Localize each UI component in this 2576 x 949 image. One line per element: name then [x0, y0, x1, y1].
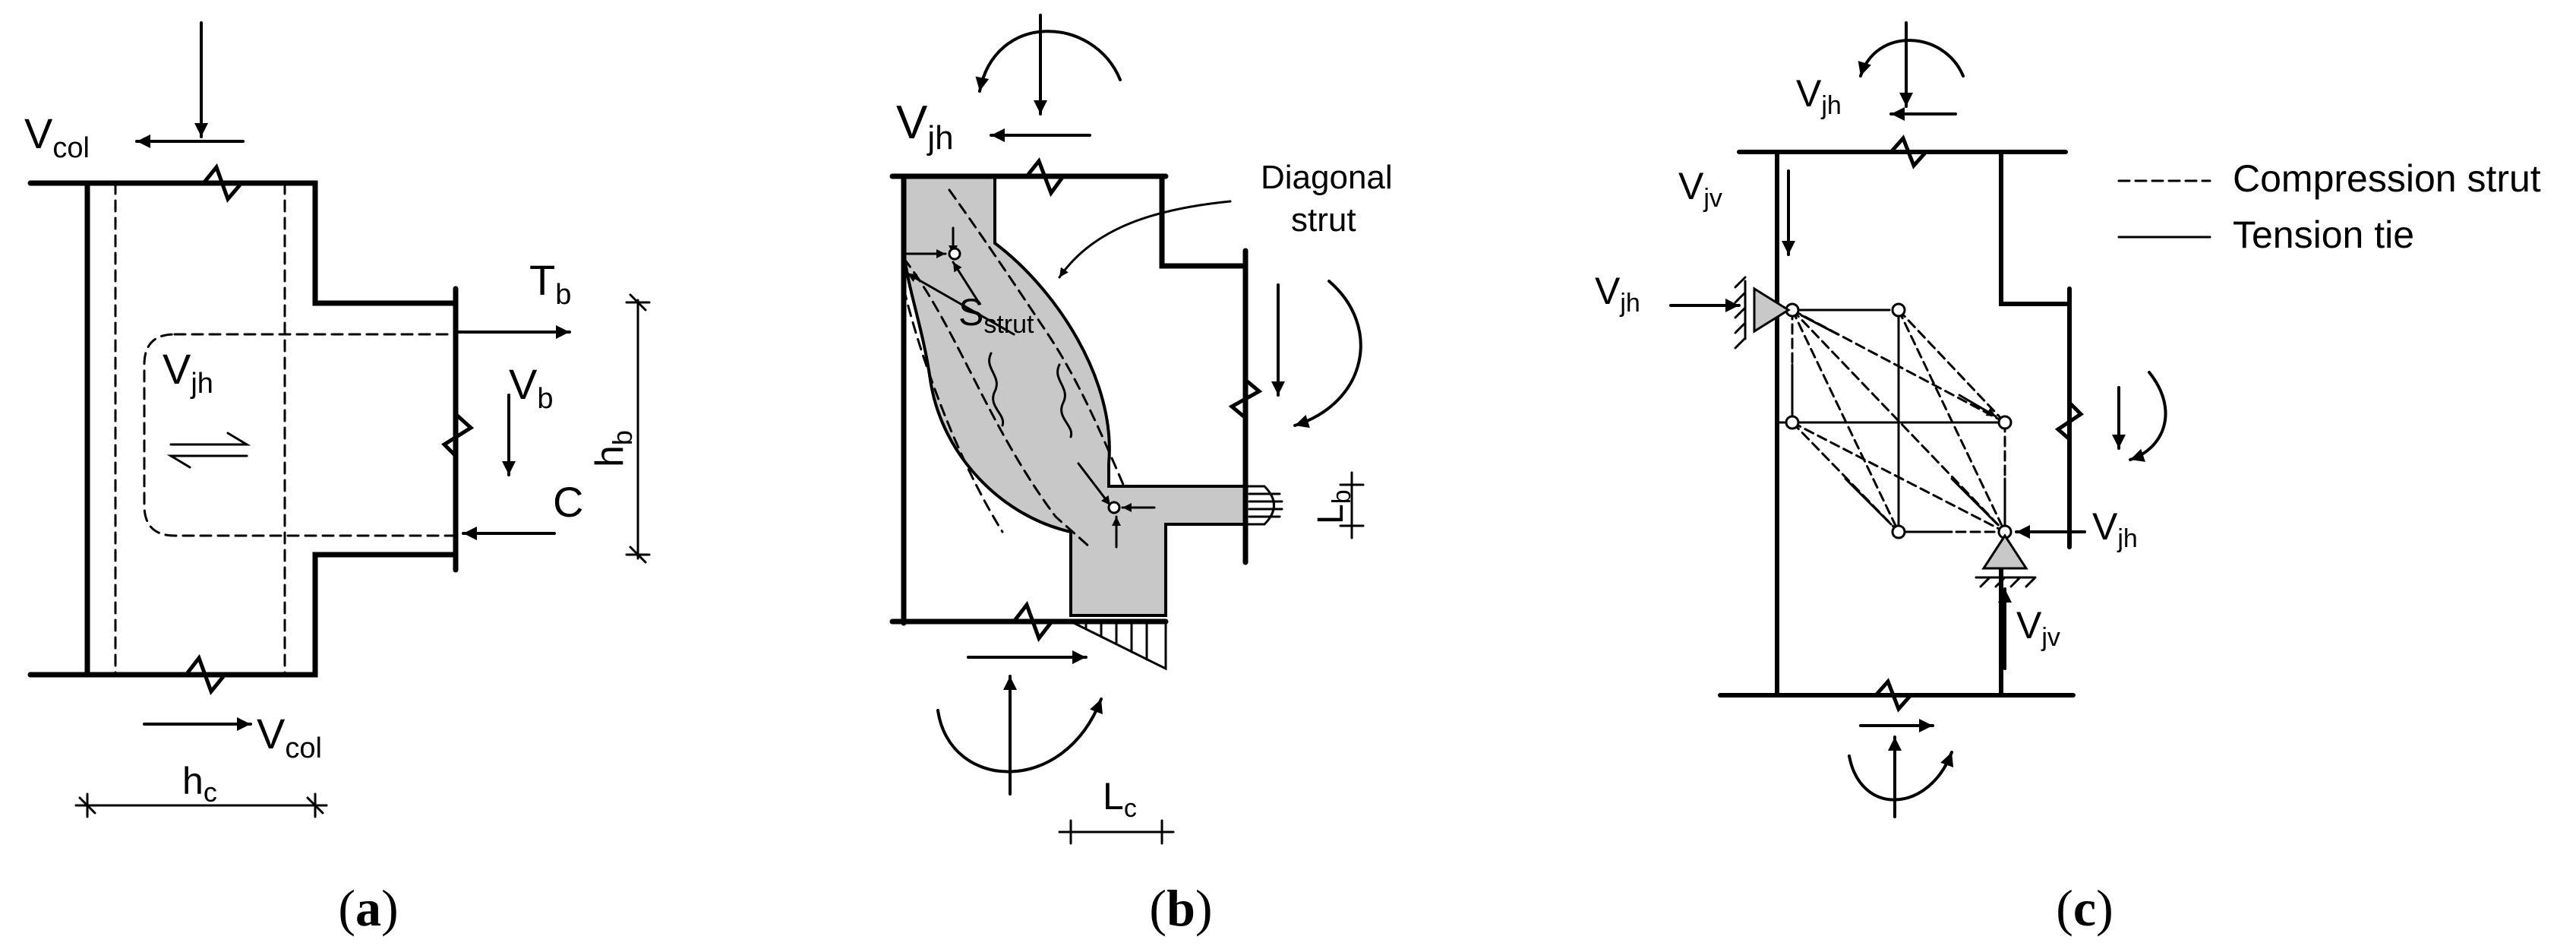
panel-a-labels: Vcol Vjh Tb Vb C hb Vcol hc	[24, 109, 638, 808]
break-top-b	[1024, 157, 1065, 198]
moment-arc-right-b	[1293, 280, 1362, 429]
caption-a: (a)	[338, 879, 398, 937]
legend-compression-label: Compression strut	[2233, 157, 2541, 200]
c-label: C	[553, 478, 583, 526]
panel-a	[27, 21, 651, 818]
support-left	[1753, 286, 1791, 334]
node-3	[1785, 415, 1800, 430]
v-jh-top-label: Vjh	[1796, 72, 1842, 120]
panel-b-labels: Vjh Diagonal strut Sstrut Lb Lc	[896, 96, 1402, 823]
joint-outline	[27, 180, 459, 678]
strut-arrowheads	[1791, 308, 2005, 533]
column-stress-block	[1069, 620, 1167, 671]
shear-couple-lower	[166, 454, 248, 469]
v-col-top-label: Vcol	[24, 109, 90, 164]
panel-c-labels: Vjh Vjv Vjh Vjh Vjv Compression strut Te…	[1595, 72, 2541, 652]
moment-bottom-c	[1848, 751, 1954, 802]
caption-b: (b)	[1149, 879, 1212, 937]
break-bottom-b	[1012, 600, 1054, 643]
svg-text:Lb: Lb	[1311, 489, 1356, 524]
v-jh-label-b: Vjh	[896, 96, 954, 157]
squiggle-left	[988, 352, 1005, 427]
hb-dim-ticks	[629, 293, 647, 564]
h-b-label: hb	[588, 430, 638, 467]
break-symbol-bottom	[184, 653, 227, 695]
strut-arrow-diag-2	[1077, 462, 1112, 507]
v-jh-right-label: Vjh	[2092, 505, 2138, 553]
node-4	[1997, 415, 2012, 430]
s-strut-label: Sstrut	[958, 291, 1034, 339]
support-bottom	[1981, 533, 2028, 570]
strut-dashed-lines	[902, 188, 1125, 549]
panel-b	[889, 14, 1365, 845]
beam-break	[441, 412, 475, 458]
v-jh-label: Vjh	[163, 345, 213, 400]
squiggle-right	[1056, 363, 1073, 438]
strut-arrow-long	[906, 272, 1015, 336]
shear-couple-upper	[169, 432, 251, 446]
diagonal-strut-region	[902, 175, 1247, 617]
break-beam-b	[1228, 378, 1263, 420]
beam-bars-dashed	[143, 333, 457, 537]
hb-dimension-line	[625, 299, 651, 560]
support-left-hatch	[1734, 276, 1747, 350]
l-b-label: Lb	[1311, 489, 1356, 524]
moment-arc-bottom-b	[936, 698, 1103, 773]
break-symbol-top	[201, 163, 244, 203]
beam-stress-block	[1244, 485, 1283, 526]
break-top-c	[1889, 134, 1928, 169]
lc-dimension	[1058, 819, 1175, 845]
caption-c: (c)	[2056, 879, 2114, 937]
node-2	[1891, 302, 1906, 318]
t-b-label: Tb	[529, 256, 571, 311]
diagonal-strut-label: Diagonal strut	[1261, 159, 1402, 239]
legend-tension-label: Tension tie	[2233, 214, 2414, 256]
moment-arc-top-b	[975, 30, 1122, 93]
node-5	[1891, 524, 1906, 539]
v-b-label: Vb	[509, 360, 554, 415]
v-jh-left-label: Vjh	[1595, 270, 1640, 318]
lb-dimension	[1339, 471, 1365, 539]
v-jv-left-label: Vjv	[1678, 165, 1722, 213]
moment-right-c	[2129, 371, 2167, 462]
diagonal-strut-leader	[1058, 200, 1232, 279]
hc-dim-ticks	[78, 796, 324, 815]
break-beam-c	[2054, 400, 2084, 441]
column-bars-dashed	[114, 182, 286, 676]
support-bottom-hatch	[1975, 576, 2037, 588]
svg-text:hb: hb	[588, 430, 638, 467]
v-col-bottom-label: Vcol	[257, 710, 322, 764]
node-bottom	[1107, 501, 1121, 514]
node-top	[948, 247, 961, 261]
moment-top-c	[1858, 39, 1965, 78]
panel-c	[1669, 21, 2211, 818]
strut-arrow-diag	[952, 261, 981, 305]
break-bottom-c	[1874, 678, 1913, 713]
v-jv-bottom-label: Vjv	[2016, 604, 2060, 652]
h-c-label: hc	[182, 760, 217, 808]
l-c-label: Lc	[1103, 775, 1137, 823]
